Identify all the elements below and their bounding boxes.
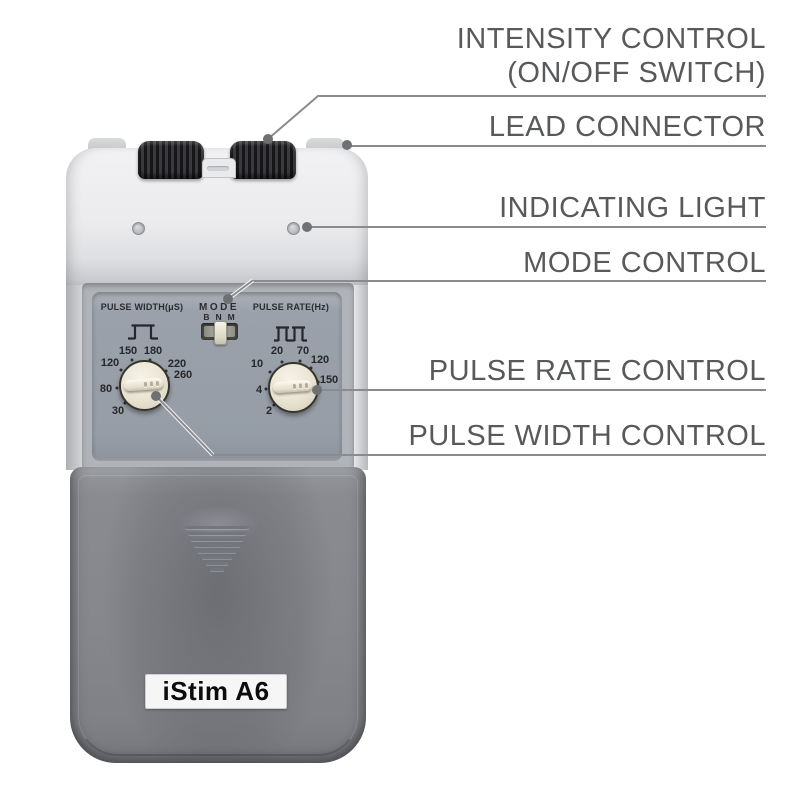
mode-title: MODE [199,302,239,313]
center-tab-slot [207,166,229,171]
callout-line-indicating [307,226,766,228]
callout-line-mode [250,280,766,282]
mode-option-m: M [227,312,235,322]
callout-text: PULSE WIDTH CONTROL [408,420,766,452]
callout-dot-lead [342,140,352,150]
model-label: iStim A6 [145,674,287,709]
callout-text: PULSE RATE CONTROL [428,355,766,387]
pulse-width-waveform-icon [128,324,158,340]
callout-pulse-width-control: PULSE WIDTH CONTROL [408,419,766,453]
cover-shade-oval [103,467,333,763]
callout-dot-rate [312,385,322,395]
battery-cover: iStim A6 [70,467,366,763]
callout-pulse-rate-control: PULSE RATE CONTROL [429,354,766,388]
width-scale-260: 260 [173,369,193,381]
pulse-rate-waveform-icon [274,326,307,342]
width-scale-180: 180 [143,345,163,357]
callout-text: (ON/OFF SWITCH) [507,57,766,89]
callout-dot-intensity [263,134,273,144]
callout-lead-connector: LEAD CONNECTOR [489,110,766,144]
callout-dot-indicating [302,222,312,232]
mode-option-n: N [215,312,222,322]
width-scale-220: 220 [167,358,187,370]
mode-switch-slider[interactable] [214,321,227,345]
pulse-rate-dial-handle [272,379,313,394]
rate-scale-150: 150 [319,374,339,386]
width-scale-120: 120 [100,357,120,369]
callout-line-rate [317,389,766,391]
width-scale-150: 150 [118,345,138,357]
callout-intensity-control: INTENSITY CONTROL (ON/OFF SWITCH) [457,22,766,90]
callout-text: MODE CONTROL [523,247,766,279]
indicator-light-left [132,222,145,235]
rate-scale-10: 10 [250,358,264,370]
dial-tick [280,360,284,364]
callout-text: LEAD CONNECTOR [488,111,766,143]
rate-scale-120: 120 [310,354,330,366]
dial-tick [268,370,272,374]
dial-tick [119,368,123,372]
model-label-text: iStim A6 [162,676,270,706]
rate-scale-20: 20 [270,345,284,357]
pulse-rate-title: PULSE RATE(Hz) [252,302,330,312]
dial-tick [298,359,302,363]
callout-dot-mode [223,294,233,304]
callout-dot-width [151,391,161,401]
cover-bevel [78,475,358,756]
callout-indicating-light: INDICATING LIGHT [499,191,766,225]
rate-scale-4: 4 [255,384,263,396]
pulse-width-title: PULSE WIDTH(μS) [100,302,184,312]
intensity-knob-left[interactable] [138,141,204,179]
width-scale-80: 80 [99,383,113,395]
intensity-knob-right[interactable] [230,141,296,179]
rate-scale-2: 2 [265,405,273,417]
mode-option-b: B [203,312,210,322]
callout-text: INTENSITY CONTROL [456,23,766,55]
callout-mode-control: MODE CONTROL [523,246,766,280]
pulse-rate-dial[interactable] [268,362,319,413]
dial-tick [130,358,134,362]
width-scale-30: 30 [111,405,125,417]
pulse-width-dial-handle [123,377,164,392]
callout-line-intensity [317,95,766,97]
callout-line-width [211,454,766,456]
rate-scale-70: 70 [296,345,310,357]
dial-tick [115,386,119,390]
dial-tick [264,387,268,391]
mode-switch[interactable] [201,321,238,345]
cover-highlight [176,505,260,543]
mode-options: B N M [203,312,234,322]
callout-text: INDICATING LIGHT [499,192,766,224]
callout-line-lead [347,145,766,147]
indicator-light-right [287,222,300,235]
